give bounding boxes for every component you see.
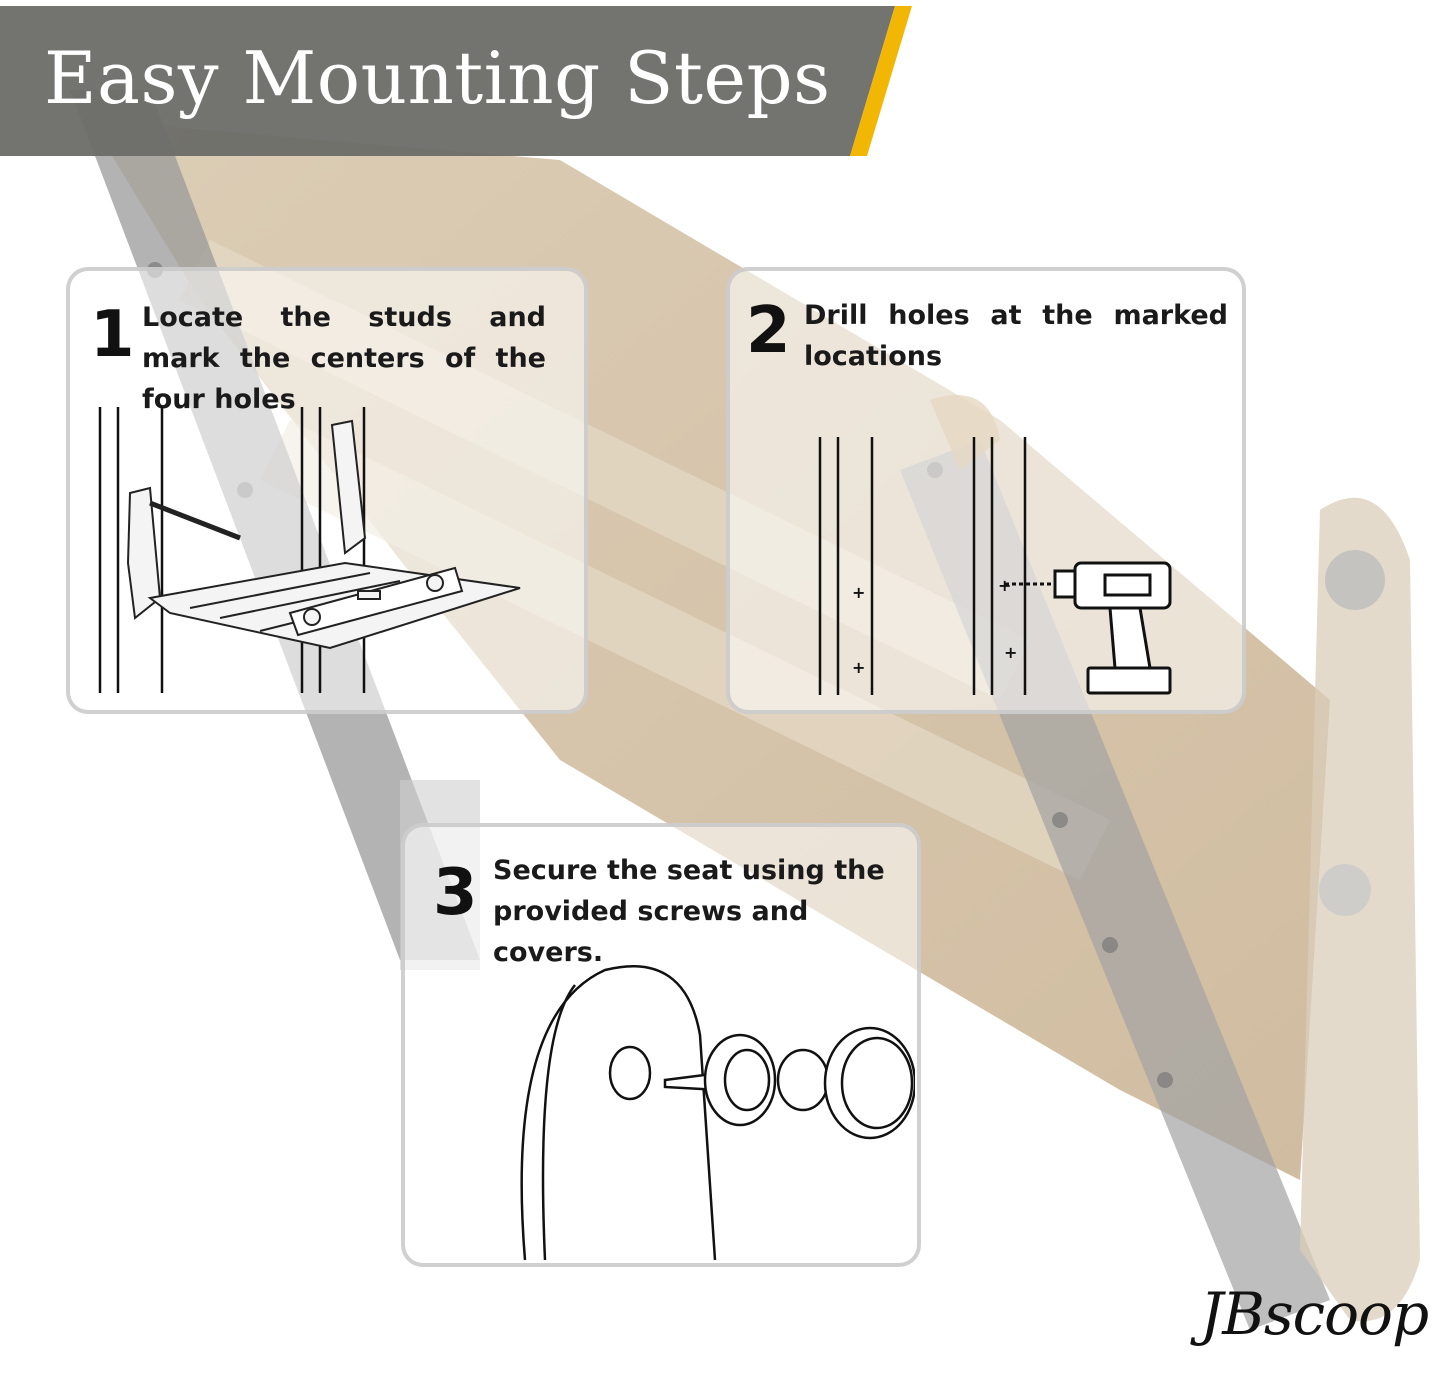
brand-logo: JBscoop: [1200, 1280, 1429, 1348]
step-2-card: 2 Drill holes at the marked locations ++…: [726, 267, 1246, 714]
screw-cover-illustration: [520, 965, 915, 1261]
page-title: Easy Mounting Steps: [44, 36, 831, 120]
step-2-number: 2: [746, 294, 791, 368]
header-banner: Easy Mounting Steps: [0, 6, 912, 156]
svg-text:+: +: [998, 576, 1011, 595]
step-3-card: 3 Secure the seat using the provided scr…: [401, 823, 921, 1267]
step-3-number: 3: [433, 856, 478, 930]
step-2-text: Drill holes at the marked locations: [804, 300, 1228, 372]
step-3-text: Secure the seat using the provided screw…: [493, 855, 885, 968]
banner-shape: [0, 6, 912, 156]
svg-text:+: +: [1004, 643, 1017, 662]
svg-text:+: +: [852, 658, 865, 677]
drill-illustration: + + + +: [818, 437, 1172, 695]
step-1-card: 1 Locate the studs and mark the centers …: [66, 267, 588, 714]
seat-level-illustration: [98, 407, 521, 693]
step-1-text: Locate the studs and mark the centers of…: [142, 302, 546, 415]
step-1-number: 1: [90, 298, 135, 372]
svg-text:+: +: [852, 583, 865, 602]
